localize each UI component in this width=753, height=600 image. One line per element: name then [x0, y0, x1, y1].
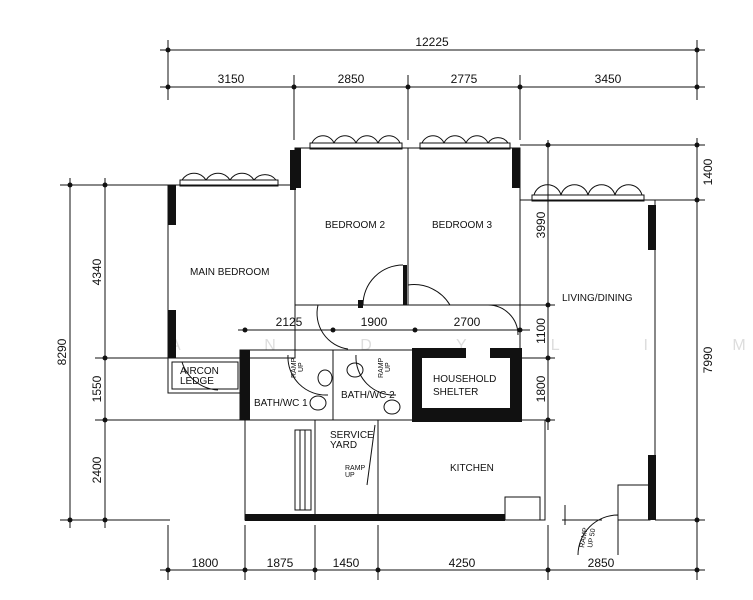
walls: [167, 147, 656, 521]
room-living-dining: LIVING/DINING: [562, 293, 633, 304]
dim-right-inner: 1800: [534, 375, 548, 402]
ramp-up-label: UP: [345, 472, 355, 479]
dimension-labels: 12225 3150 2850 2775 3450 2125 1900 2700…: [55, 35, 715, 570]
dim-right-outer: 7990: [701, 346, 715, 373]
dim-bottom: 1800: [192, 556, 219, 570]
dim-top: 3150: [218, 72, 245, 86]
dim-bottom: 1875: [267, 556, 294, 570]
room-main-bedroom: MAIN BEDROOM: [190, 267, 269, 278]
room-household-shelter: SHELTER: [433, 387, 478, 398]
dim-right-outer: 1400: [701, 158, 715, 185]
dim-middle: 2125: [276, 315, 303, 329]
room-bath-1: BATH/WC 1: [254, 398, 308, 409]
dim-left: 4340: [90, 258, 104, 285]
room-kitchen: KITCHEN: [450, 463, 494, 474]
room-service-yard: YARD: [330, 440, 357, 451]
dim-right-inner: 3990: [534, 211, 548, 238]
ramp-up-label: RAMP: [345, 465, 366, 472]
room-bedroom-3: BEDROOM 3: [432, 220, 492, 231]
dim-top: 2850: [338, 72, 365, 86]
ramp-up-label: UP: [298, 362, 305, 372]
ramp-up-50-label: RAMP: [579, 527, 589, 548]
dim-middle: 2700: [454, 315, 481, 329]
dim-bottom: 2850: [588, 556, 615, 570]
ramp-up-label: RAMP: [378, 357, 385, 378]
windows: [179, 135, 645, 202]
room-bath-2: BATH/WC 2: [341, 390, 395, 401]
dim-right-inner: 1100: [534, 318, 548, 344]
room-labels: MAIN BEDROOM BEDROOM 2 BEDROOM 3 LIVING/…: [180, 220, 633, 548]
dim-top: 2775: [451, 72, 478, 86]
doors: [181, 264, 619, 556]
dim-left: 2400: [90, 456, 104, 483]
dim-bottom: 1450: [333, 556, 360, 570]
ramp-up-label: UP: [385, 362, 392, 372]
dim-overall-width: 12225: [415, 35, 449, 49]
room-aircon-ledge: LEDGE: [180, 376, 214, 387]
room-bedroom-2: BEDROOM 2: [325, 220, 385, 231]
ramp-up-label: RAMP: [291, 357, 298, 378]
dim-middle: 1900: [361, 315, 388, 329]
dimension-lines: [60, 40, 705, 580]
dim-left-overall: 8290: [55, 338, 69, 365]
dim-top: 3450: [595, 72, 622, 86]
dim-bottom: 4250: [449, 556, 476, 570]
ramp-up-50-label: UP 50: [587, 528, 597, 548]
room-household-shelter: HOUSEHOLD: [433, 374, 496, 385]
room-aircon-ledge: AIRCON: [180, 366, 219, 377]
room-service-yard: SERVICE: [330, 430, 374, 441]
dim-left: 1550: [90, 375, 104, 402]
fixtures: [309, 362, 401, 415]
